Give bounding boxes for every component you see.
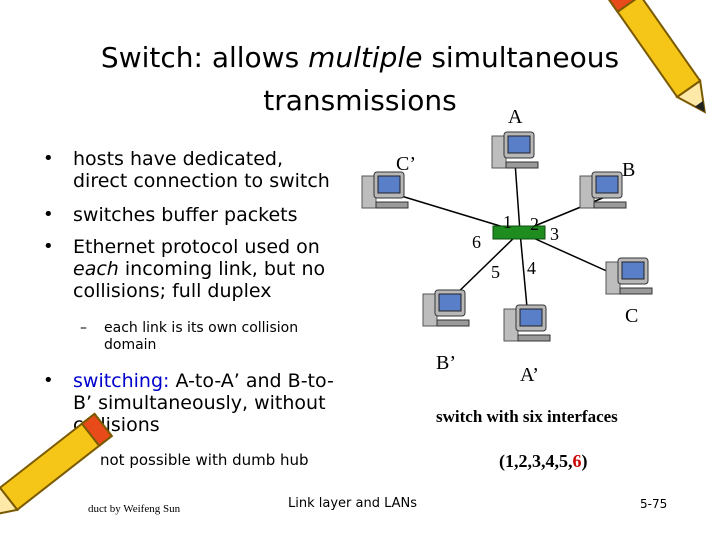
switch (492, 225, 546, 240)
host-label-b: B (622, 159, 636, 181)
link-a-prime (519, 231, 529, 319)
interface-list: (1,2,3,4,5,6) (499, 451, 588, 471)
computer-icon (503, 304, 551, 342)
interface-2: 2 (530, 214, 539, 234)
footer-title: Link layer and LANs (288, 496, 418, 511)
interface-1: 1 (503, 212, 512, 232)
title-line-1: Switch: allows multiple simultaneous (100, 41, 620, 74)
interface-6: 6 (472, 232, 481, 252)
interface-3: 3 (550, 224, 559, 244)
computer-icon (422, 289, 470, 327)
sub-bullet-dumb-hub: not possible with dumb hub (100, 451, 309, 469)
host-label-a-prime: A’ (520, 364, 539, 386)
bullet-switching: • switching: A-to-A’ and B-to- B’ simult… (43, 370, 334, 436)
interface-5: 5 (491, 262, 500, 282)
host-label-a: A (508, 106, 523, 128)
pencil-icon (0, 412, 114, 518)
slide-number: 5-75 (640, 497, 668, 511)
link-c-prime (387, 191, 521, 233)
host-label-c-prime: C’ (396, 153, 416, 175)
bullet-buffer-packets: • switches buffer packets (43, 204, 298, 226)
pencil-icon (606, 0, 707, 114)
computer-icon (491, 131, 539, 169)
host-label-b-prime: B’ (436, 352, 456, 374)
computer-icon (361, 171, 409, 209)
slide-title: Switch: allows multiple simultaneous tra… (60, 36, 660, 123)
bullet-ethernet-protocol: • Ethernet protocol used on each incomin… (43, 236, 326, 302)
computer-icon (605, 257, 653, 295)
footer-credit: duct by Weifeng Sun (88, 503, 181, 515)
host-label-c: C (625, 305, 639, 327)
bullet-dedicated-connection: • hosts have dedicated, direct connectio… (43, 148, 330, 192)
link-a (514, 161, 521, 233)
title-line-2: transmissions (263, 84, 457, 118)
computer-icon (579, 171, 627, 209)
interface-4: 4 (527, 258, 536, 278)
diagram-caption: switch with six interfaces (436, 407, 618, 426)
sub-bullet-collision-domain: – each link is its own collision domain (80, 320, 299, 353)
